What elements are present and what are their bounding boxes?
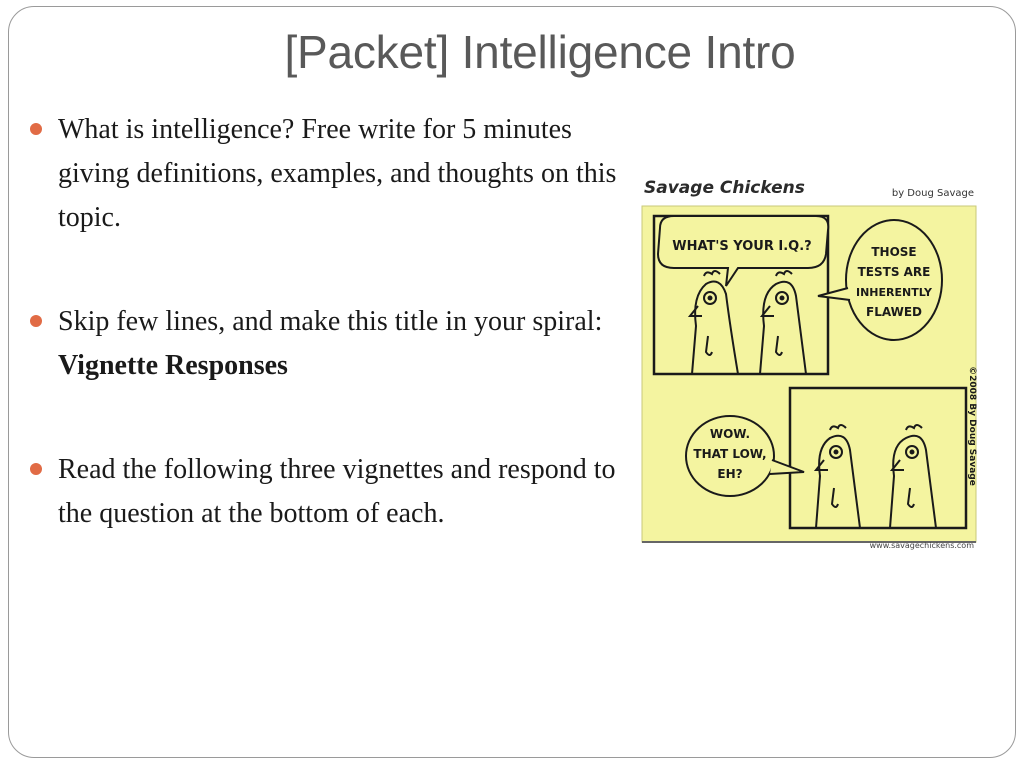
bullet-dot-icon xyxy=(30,123,42,135)
speech-text: EH? xyxy=(717,467,742,481)
speech-bubble xyxy=(845,219,943,341)
chicken-drawing xyxy=(889,424,937,529)
comic-image: WHAT'S YOUR I.Q.? THOSE TESTS ARE INHERE… xyxy=(640,176,980,556)
bullet-bold-text: Vignette Responses xyxy=(58,350,288,381)
slide-frame xyxy=(8,6,1016,758)
bullet-item: Skip few lines, and make this title in y… xyxy=(30,300,620,388)
speech-text: INHERENTLY xyxy=(856,286,933,299)
bullet-dot-icon xyxy=(30,315,42,327)
speech-text: TESTS ARE xyxy=(858,265,931,279)
chicken-drawing xyxy=(687,270,739,375)
speech-text-group: WOW. THAT LOW, EH? xyxy=(693,427,766,481)
chicken-drawing xyxy=(813,424,861,529)
bullet-item: Read the following three vignettes and r… xyxy=(30,448,620,536)
bullet-text: What is intelligence? Free write for 5 m… xyxy=(58,114,617,233)
speech-text: FLAWED xyxy=(866,305,922,319)
speech-text: WHAT'S YOUR I.Q.? xyxy=(672,239,811,254)
bullet-list: What is intelligence? Free write for 5 m… xyxy=(30,108,620,536)
comic-url: www.savagechickens.com xyxy=(869,541,974,550)
slide-title: [Packet] Intelligence Intro xyxy=(284,26,796,78)
bullet-text: Skip few lines, and make this title in y… xyxy=(58,306,603,337)
bullet-dot-icon xyxy=(30,463,42,475)
bullet-text: Read the following three vignettes and r… xyxy=(58,454,616,529)
comic-byline: by Doug Savage xyxy=(891,188,974,199)
comic-signature: ©2008 By Doug Savage xyxy=(967,366,977,486)
comic-panel-2 xyxy=(788,386,968,530)
bullet-item: What is intelligence? Free write for 5 m… xyxy=(30,108,620,240)
chicken-drawing xyxy=(759,270,807,375)
speech-bubble xyxy=(656,215,830,287)
speech-bubble xyxy=(685,415,775,497)
speech-text: THOSE xyxy=(871,245,916,259)
comic-title: Savage Chickens xyxy=(644,178,805,198)
speech-text: THAT LOW, xyxy=(693,447,766,461)
speech-text: WOW. xyxy=(710,427,750,441)
speech-text-group: THOSE TESTS ARE INHERENTLY FLAWED xyxy=(856,245,933,319)
comic-artwork: WHAT'S YOUR I.Q.? THOSE TESTS ARE INHERE… xyxy=(641,205,977,543)
